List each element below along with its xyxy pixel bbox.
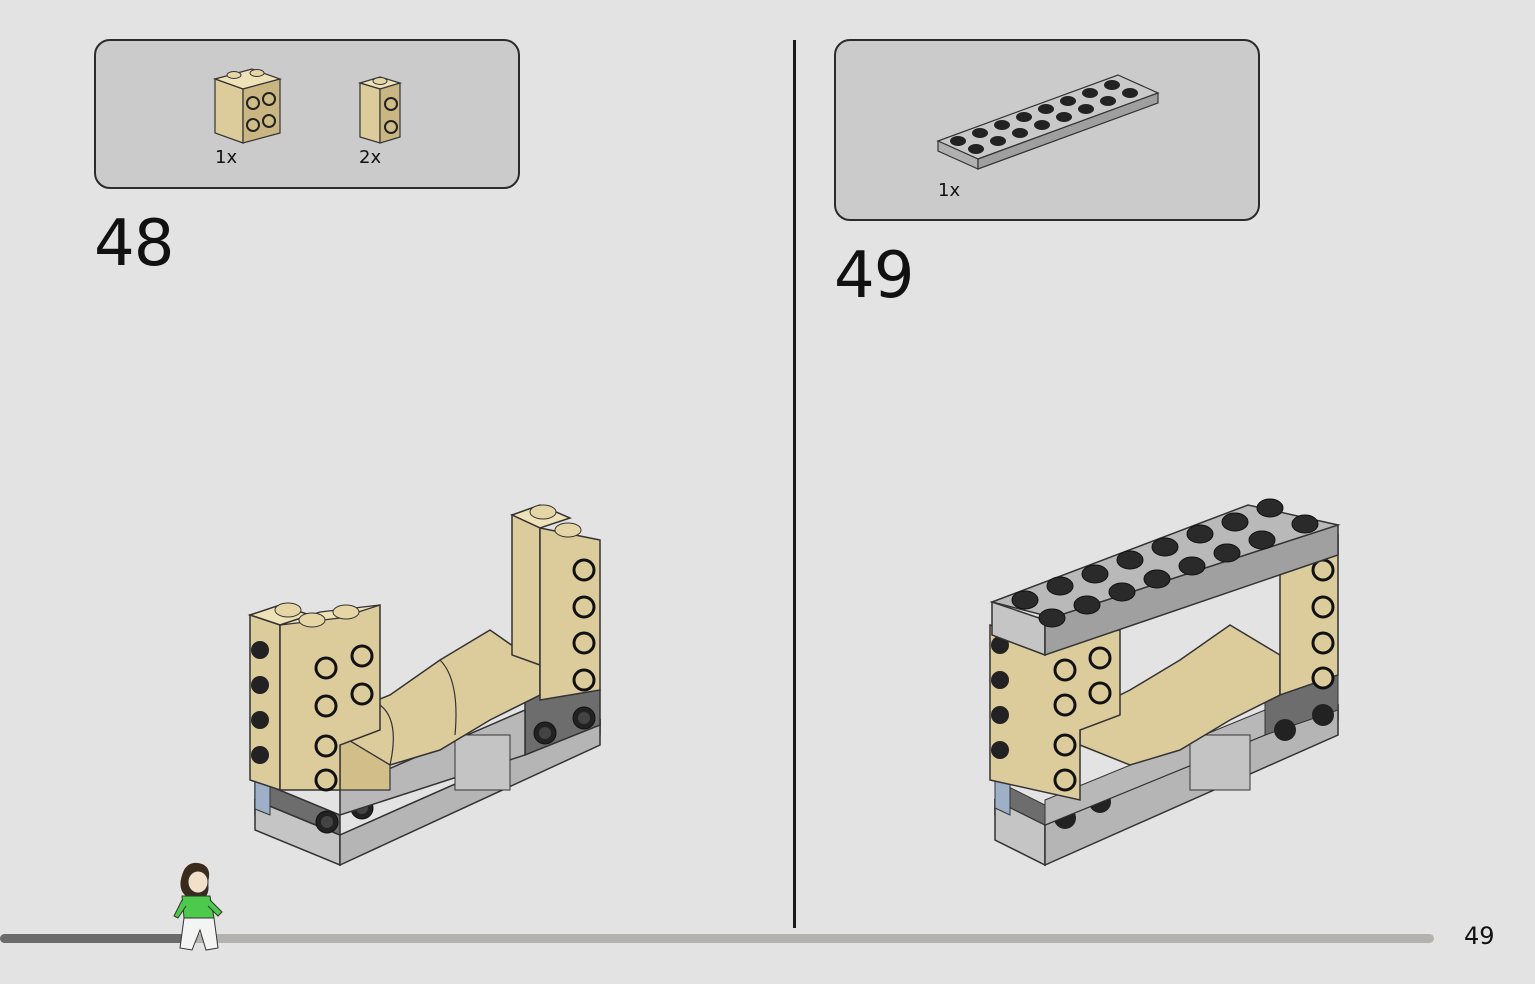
tan-1x1-side-stud-brick-icon bbox=[357, 76, 403, 144]
part-qty-3: 1x bbox=[938, 180, 961, 201]
part-qty-2: 2x bbox=[359, 147, 382, 168]
page-divider bbox=[793, 40, 796, 928]
tan-2x2-side-stud-brick-icon bbox=[212, 68, 283, 144]
step-number-49: 49 bbox=[834, 239, 914, 313]
parts-callout-step-48: 1x 2x bbox=[94, 39, 520, 189]
gray-2x8-plate-icon bbox=[936, 74, 1160, 170]
parts-callout-step-49: 1x bbox=[834, 39, 1260, 221]
page-number: 49 bbox=[1464, 922, 1495, 950]
step-number-48: 48 bbox=[94, 207, 174, 281]
build-progress-bar bbox=[0, 934, 1434, 943]
step-49-model-illustration bbox=[989, 498, 1341, 867]
part-qty-1: 1x bbox=[215, 147, 238, 168]
minifigure-progress-icon bbox=[173, 862, 223, 951]
build-progress-fill bbox=[0, 934, 187, 943]
step-48-model-illustration bbox=[247, 504, 601, 867]
